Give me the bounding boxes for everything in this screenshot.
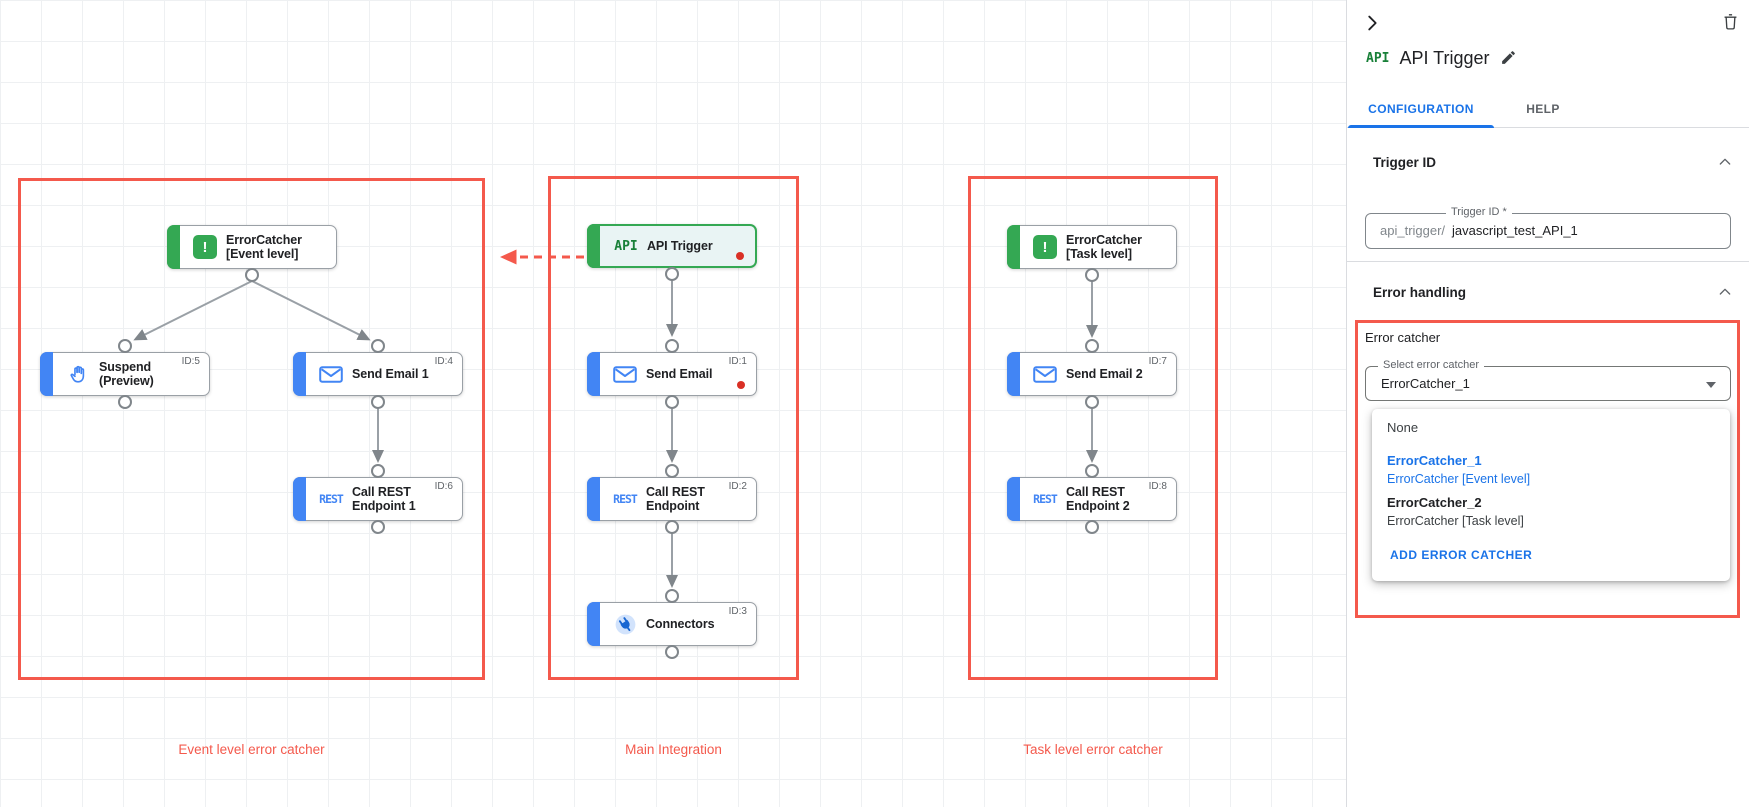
connector-plug-icon bbox=[610, 612, 640, 637]
node-accent-tab bbox=[293, 477, 306, 521]
hand-suspend-icon bbox=[63, 363, 93, 386]
node-label: Send Email 1 bbox=[352, 367, 429, 381]
node-send-email-1[interactable]: Send Email 1 ID:4 bbox=[293, 352, 463, 396]
email-icon bbox=[1030, 365, 1060, 383]
node-api-trigger[interactable]: API API Trigger bbox=[587, 224, 757, 268]
main-integration-group-box bbox=[548, 176, 799, 680]
section-error-handling: Error handling bbox=[1373, 285, 1467, 300]
page-title: API Trigger bbox=[1399, 48, 1490, 68]
task-level-caption: Task level error catcher bbox=[1023, 742, 1163, 757]
trigger-id-value: api_trigger/javascript_test_API_1 bbox=[1380, 223, 1578, 238]
event-level-group-box bbox=[18, 178, 485, 680]
edit-title-icon[interactable] bbox=[1500, 49, 1517, 69]
email-icon bbox=[610, 365, 640, 383]
node-label: Send Email 2 bbox=[1066, 367, 1143, 381]
node-connectors[interactable]: Connectors ID:3 bbox=[587, 602, 757, 646]
collapse-panel-icon[interactable] bbox=[1361, 12, 1383, 37]
email-icon bbox=[316, 365, 346, 383]
menu-item-errorcatcher-1[interactable]: ErrorCatcher_1 bbox=[1387, 453, 1482, 468]
section-collapse-icon[interactable] bbox=[1717, 284, 1733, 303]
node-label: API Trigger bbox=[647, 239, 713, 253]
select-error-catcher-label: Select error catcher bbox=[1378, 359, 1484, 371]
node-accent-tab bbox=[40, 352, 53, 396]
section-collapse-icon[interactable] bbox=[1717, 154, 1733, 173]
section-trigger-id: Trigger ID bbox=[1373, 155, 1437, 170]
section-divider bbox=[1347, 261, 1749, 262]
rest-icon: REST bbox=[613, 492, 638, 506]
error-catcher-group-label: Error catcher bbox=[1365, 330, 1441, 345]
trigger-id-label: Trigger ID * bbox=[1446, 206, 1512, 218]
node-accent-tab bbox=[587, 224, 600, 268]
node-suspend-preview[interactable]: Suspend(Preview) ID:5 bbox=[40, 352, 210, 396]
node-accent-tab bbox=[587, 602, 600, 646]
node-accent-tab bbox=[1007, 225, 1020, 269]
error-catcher-select[interactable]: Select error catcher ErrorCatcher_1 bbox=[1365, 359, 1731, 401]
node-accent-tab bbox=[587, 352, 600, 396]
api-icon: API bbox=[1366, 51, 1390, 66]
selected-error-catcher-value: ErrorCatcher_1 bbox=[1381, 376, 1470, 391]
node-send-email[interactable]: Send Email ID:1 bbox=[587, 352, 757, 396]
node-label: Send Email bbox=[646, 367, 713, 381]
trigger-id-prefix: api_trigger/ bbox=[1380, 223, 1446, 238]
active-tab-indicator bbox=[1348, 125, 1494, 128]
node-id-badge: ID:2 bbox=[728, 481, 747, 492]
node-send-email-2[interactable]: Send Email 2 ID:7 bbox=[1007, 352, 1177, 396]
node-label: Suspend(Preview) bbox=[99, 360, 154, 388]
node-id-badge: ID:8 bbox=[1148, 481, 1167, 492]
node-accent-tab bbox=[1007, 477, 1020, 521]
config-panel: API API Trigger CONFIGURATION HELP Trigg… bbox=[1346, 0, 1749, 807]
task-level-group-box bbox=[968, 176, 1218, 680]
select-dropdown-arrow[interactable] bbox=[1706, 382, 1716, 388]
rest-icon: REST bbox=[319, 492, 344, 506]
node-id-badge: ID:5 bbox=[181, 356, 200, 367]
api-icon: API bbox=[614, 238, 638, 254]
node-errorcatcher-event-level[interactable]: ! ErrorCatcher[Event level] bbox=[167, 225, 337, 269]
tab-configuration[interactable]: CONFIGURATION bbox=[1347, 90, 1495, 128]
menu-item-errorcatcher-1-detail[interactable]: ErrorCatcher [Event level] bbox=[1387, 472, 1531, 486]
trigger-id-field[interactable]: Trigger ID * api_trigger/javascript_test… bbox=[1365, 206, 1731, 249]
node-id-badge: ID:3 bbox=[728, 606, 747, 617]
integration-canvas[interactable]: Event level error catcher Main Integrati… bbox=[0, 0, 1346, 807]
node-errorcatcher-task-level[interactable]: ! ErrorCatcher[Task level] bbox=[1007, 225, 1177, 269]
node-accent-tab bbox=[167, 225, 180, 269]
node-accent-tab bbox=[587, 477, 600, 521]
tab-help[interactable]: HELP bbox=[1526, 101, 1560, 116]
panel-tabs: CONFIGURATION HELP bbox=[1347, 90, 1749, 128]
node-accent-tab bbox=[1007, 352, 1020, 396]
error-catcher-icon: ! bbox=[190, 235, 220, 259]
node-label: Connectors bbox=[646, 617, 715, 631]
error-catcher-annotation-box bbox=[1355, 320, 1740, 618]
node-id-badge: ID:4 bbox=[434, 356, 453, 367]
menu-item-errorcatcher-2[interactable]: ErrorCatcher_2 bbox=[1387, 495, 1482, 510]
add-error-catcher-button[interactable]: ADD ERROR CATCHER bbox=[1390, 548, 1533, 562]
event-level-caption: Event level error catcher bbox=[178, 742, 325, 757]
node-accent-tab bbox=[293, 352, 306, 396]
node-label: ErrorCatcher[Event level] bbox=[226, 233, 302, 261]
menu-item-none[interactable]: None bbox=[1387, 420, 1419, 435]
node-id-badge: ID:7 bbox=[1148, 356, 1167, 367]
error-catcher-dropdown-menu: None ErrorCatcher_1 ErrorCatcher [Event … bbox=[1372, 409, 1730, 581]
node-id-badge: ID:1 bbox=[728, 356, 747, 367]
delete-icon[interactable] bbox=[1721, 12, 1740, 34]
main-integration-caption: Main Integration bbox=[625, 742, 722, 757]
rest-icon: REST bbox=[1033, 492, 1058, 506]
node-id-badge: ID:6 bbox=[434, 481, 453, 492]
menu-item-errorcatcher-2-detail[interactable]: ErrorCatcher [Task level] bbox=[1387, 514, 1524, 528]
error-status-dot bbox=[737, 381, 745, 389]
node-label: ErrorCatcher[Task level] bbox=[1066, 233, 1142, 261]
error-status-dot bbox=[736, 252, 744, 260]
error-catcher-icon: ! bbox=[1030, 235, 1060, 259]
